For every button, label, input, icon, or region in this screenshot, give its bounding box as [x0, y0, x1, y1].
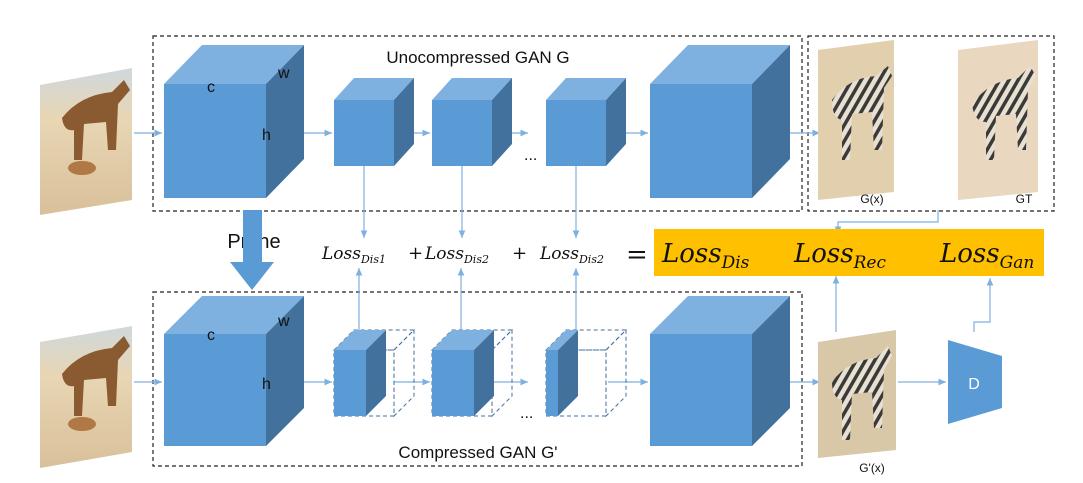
input-horse-image-bottom: [40, 326, 132, 468]
loss-dis: LossDis: [661, 239, 750, 273]
distill-term-1: LossDis1: [321, 244, 386, 266]
discriminator-label: D: [968, 376, 980, 393]
discriminator-block: [948, 340, 1002, 424]
top-panel-frame: [152, 35, 803, 212]
cube-dim-c-bottom: c: [207, 327, 215, 344]
cube-dim-h-top: h: [262, 127, 271, 144]
prune-arrow: [230, 210, 274, 290]
generated-zebra-image: [818, 40, 894, 200]
top-cube-small-3: [546, 78, 626, 166]
bottom-cube-large-2: [650, 296, 790, 446]
loss-gan: LossGan: [939, 239, 1034, 273]
top-cube-large-1: [164, 45, 304, 198]
distill-term-3: LossDis2: [539, 244, 604, 266]
bottom-panel-frame: [152, 291, 803, 467]
distill-term-2: LossDis2: [424, 244, 489, 266]
cube-dim-w-bottom: w: [277, 313, 290, 330]
generated-image-label: G(x): [860, 192, 883, 206]
compressed-output-label: G'(x): [859, 461, 885, 475]
ground-truth-zebra-image: [958, 40, 1038, 200]
loss-rec: LossRec: [793, 239, 886, 273]
bottom-pruned-cube-3: [544, 328, 628, 418]
plus-sign-1: +: [408, 243, 423, 264]
top-panel-title: Unocompressed GAN G: [386, 48, 569, 67]
cube-dim-c-top: c: [207, 79, 215, 96]
top-cube-small-1: [334, 78, 414, 166]
top-cube-small-2: [432, 78, 512, 166]
plus-sign-2: +: [512, 243, 527, 264]
ground-truth-label: GT: [1016, 192, 1033, 206]
top-cube-large-2: [650, 45, 790, 198]
bottom-panel-title: Compressed GAN G': [398, 443, 557, 462]
ellipsis-top: ...: [524, 147, 537, 164]
bottom-pruned-cube-2: [430, 328, 514, 418]
cube-dim-h-bottom: h: [262, 376, 271, 393]
bottom-cube-large-1: [164, 296, 304, 446]
distill-arrows: [355, 166, 994, 332]
loss-banner: [654, 229, 1044, 276]
ellipsis-bottom: ...: [520, 405, 533, 422]
cube-dim-w-top: w: [277, 65, 290, 82]
output-panel-frame: [807, 35, 1055, 212]
bottom-pruned-cube-1: [332, 328, 416, 418]
equals-sign: =: [626, 240, 648, 270]
compressed-output-zebra-image: [818, 330, 896, 458]
input-horse-image-top: [40, 68, 132, 215]
